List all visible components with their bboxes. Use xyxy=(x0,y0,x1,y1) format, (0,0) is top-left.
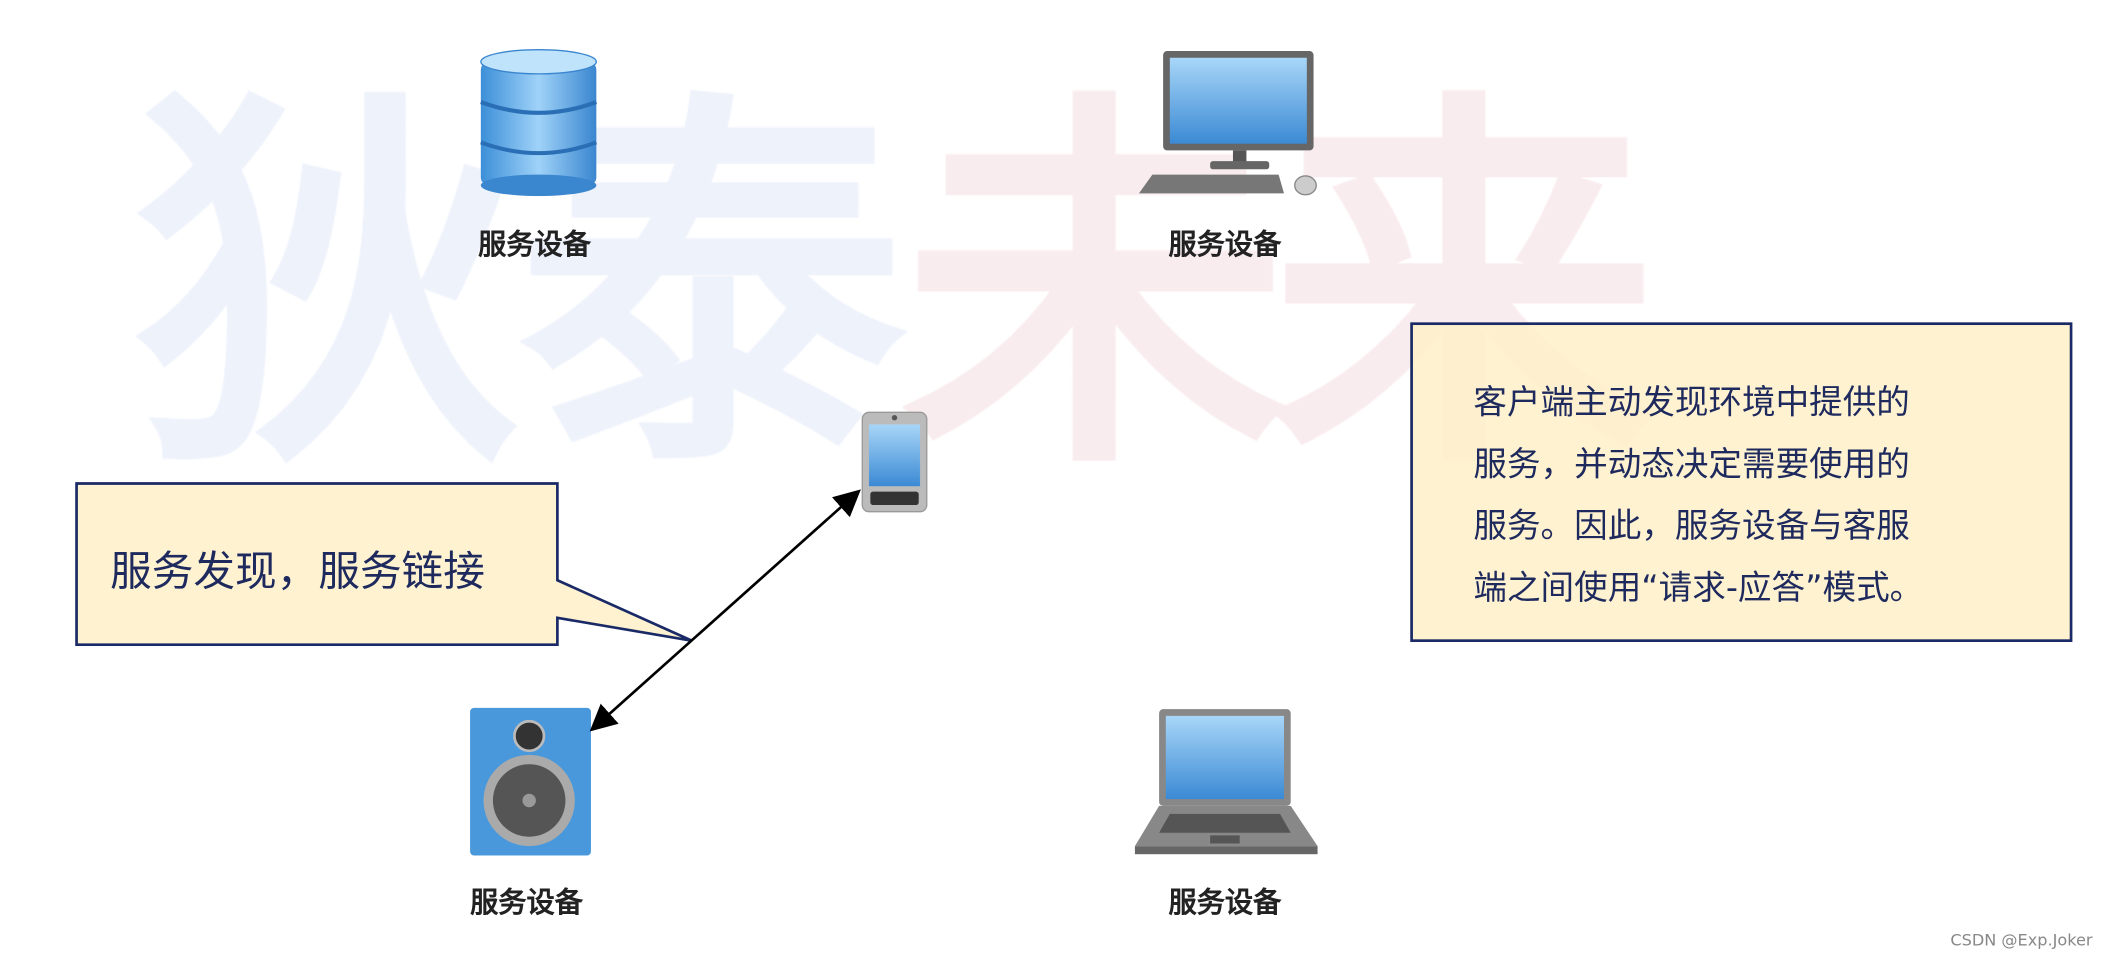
request-response-arrow xyxy=(589,489,861,732)
device-label: 服务设备 xyxy=(1168,228,1282,261)
credit-text: CSDN @Exp.Joker xyxy=(1950,930,2093,950)
database-icon xyxy=(480,49,598,197)
callout-text: 服务发现，服务链接 xyxy=(110,547,485,597)
device-label: 服务设备 xyxy=(1168,886,1282,919)
note-line: 端之间使用“请求-应答”模式。 xyxy=(1473,568,1924,608)
device-label: 服务设备 xyxy=(478,228,591,261)
note-line: 服务。因此，服务设备与客服 xyxy=(1473,506,1910,546)
desktop-computer-icon xyxy=(1138,51,1317,196)
smartphone-icon xyxy=(861,411,928,513)
speaker-icon xyxy=(470,707,591,856)
note-line: 服务，并动态决定需要使用的 xyxy=(1473,444,1910,484)
note-line: 客户端主动发现环境中提供的 xyxy=(1473,382,1910,422)
description-note: 客户端主动发现环境中提供的 服务，并动态决定需要使用的 服务。因此，服务设备与客… xyxy=(1410,322,2073,643)
device-label: 服务设备 xyxy=(470,886,583,919)
laptop-icon xyxy=(1134,709,1318,855)
